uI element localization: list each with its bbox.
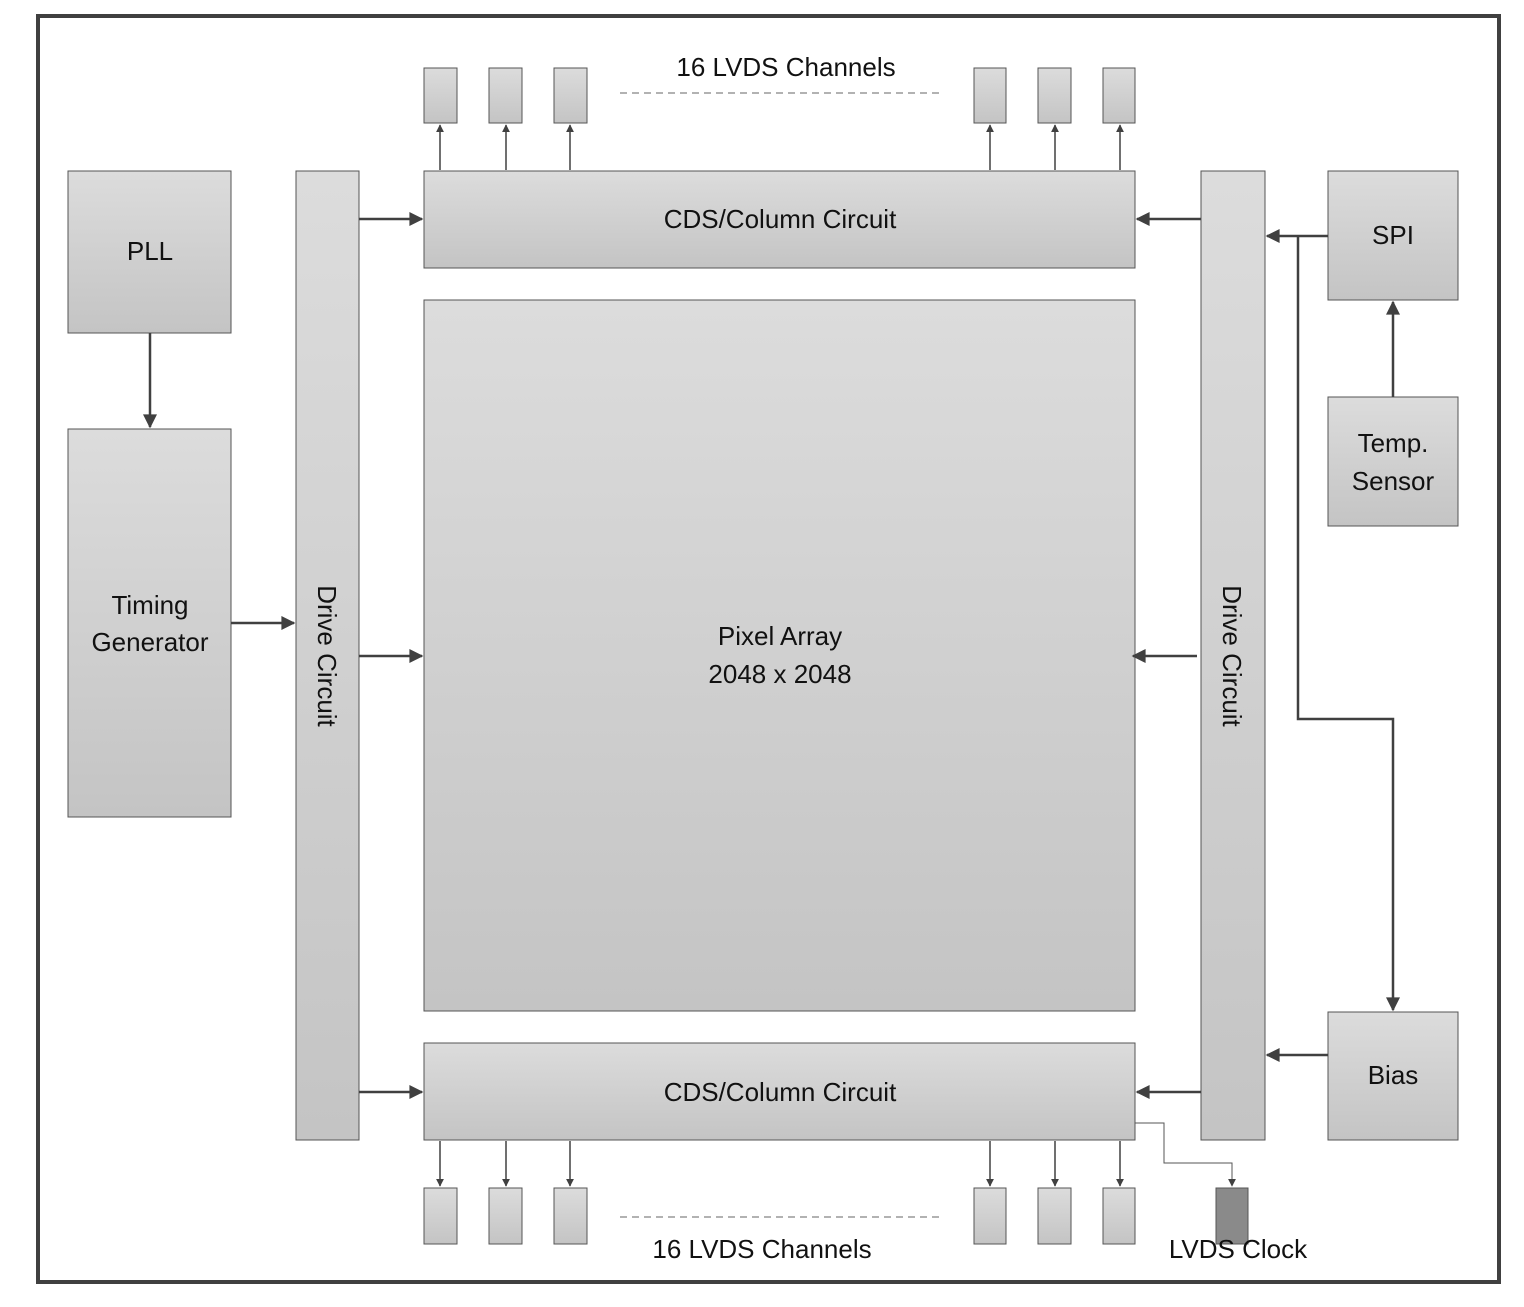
pixel-array: Pixel Array 2048 x 2048	[423, 299, 1136, 1012]
lvds-channel-box	[973, 1187, 1007, 1245]
spi-block: SPI	[1327, 170, 1459, 301]
temp-label-line2: Sensor	[1352, 466, 1435, 496]
lvds-channel-box	[1102, 67, 1136, 124]
drive-left-label: Drive Circuit	[312, 585, 342, 727]
lvds-channel-box	[1037, 1187, 1072, 1245]
cds-column-bottom: CDS/Column Circuit	[423, 1042, 1136, 1141]
flow-arrows	[143, 212, 1400, 1099]
lvds-channel-box	[488, 1187, 523, 1245]
lvds-bottom-label: 16 LVDS Channels	[652, 1234, 871, 1264]
lvds-channel-box	[488, 67, 523, 124]
temp-label-line1: Temp.	[1358, 428, 1429, 458]
pll-block: PLL	[67, 170, 232, 334]
cds-top-label: CDS/Column Circuit	[664, 204, 897, 234]
lvds-channel-box	[423, 67, 458, 124]
lvds-clock-box	[1215, 1187, 1249, 1245]
arrow-spi-to-bias	[1296, 236, 1400, 1012]
drive-right-label: Drive Circuit	[1217, 585, 1247, 727]
cds-bottom-label: CDS/Column Circuit	[664, 1077, 897, 1107]
lvds-clock-label: LVDS Clock	[1169, 1234, 1308, 1264]
drive-circuit-left: Drive Circuit	[295, 170, 360, 1141]
bias-block: Bias	[1327, 1011, 1459, 1141]
lvds-bottom-channels: 16 LVDS Channels	[423, 1187, 1136, 1264]
pixel-array-label: Pixel Array	[718, 621, 842, 651]
cds-column-top: CDS/Column Circuit	[423, 170, 1136, 269]
lvds-channel-box	[1102, 1187, 1136, 1245]
pll-label: PLL	[127, 236, 173, 266]
timing-label-line2: Generator	[91, 627, 208, 657]
lvds-channel-box	[1037, 67, 1072, 124]
lvds-channel-box	[973, 67, 1007, 124]
spi-label: SPI	[1372, 220, 1414, 250]
temp-sensor-block: Temp. Sensor	[1327, 396, 1459, 527]
drive-circuit-right: Drive Circuit	[1200, 170, 1266, 1141]
lvds-clock: LVDS Clock	[1135, 1122, 1308, 1264]
lvds-clock-connector	[1135, 1122, 1236, 1187]
lvds-top-label: 16 LVDS Channels	[676, 52, 895, 82]
timing-label-line1: Timing	[111, 590, 188, 620]
pixel-array-size: 2048 x 2048	[708, 659, 851, 689]
bottom-output-arrows	[436, 1141, 1124, 1187]
lvds-channel-box	[553, 67, 588, 124]
top-output-arrows	[436, 124, 1124, 170]
timing-generator-block: Timing Generator	[67, 428, 232, 818]
lvds-channel-box	[423, 1187, 458, 1245]
lvds-top-channels: 16 LVDS Channels	[423, 52, 1136, 124]
bias-label: Bias	[1368, 1060, 1419, 1090]
lvds-channel-box	[553, 1187, 588, 1245]
